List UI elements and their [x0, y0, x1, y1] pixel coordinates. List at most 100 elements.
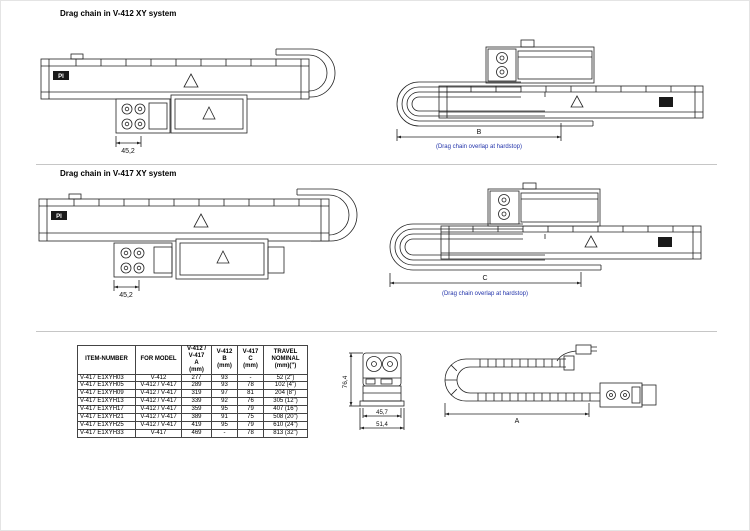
table-cell: V-417	[135, 428, 182, 438]
table-cell: 93	[211, 373, 238, 383]
base-plate	[359, 400, 405, 407]
pi-logo-text: PI	[58, 74, 64, 80]
chain-band	[444, 355, 600, 402]
dimension-height: 76,4	[342, 352, 363, 407]
dimension-inner-width: 45,7	[362, 408, 402, 418]
table-cell: 508 (20")	[263, 413, 308, 422]
v417-side-view-drawing: PI 45,2	[38, 188, 358, 299]
warning-triangle-icon	[183, 73, 199, 88]
table-cell: 813 (32")	[263, 428, 308, 438]
rail-body	[440, 225, 702, 260]
column-header: ITEM-NUMBER	[77, 345, 136, 375]
table-cell: V-412 / V-417	[135, 413, 182, 422]
table-cell: V-417 E1XYH05	[77, 381, 136, 391]
stage-carriage	[487, 182, 601, 227]
table-cell: 204 (8")	[263, 389, 308, 399]
pi-logo	[53, 71, 69, 80]
dimension-45-2: 45,2	[113, 280, 140, 299]
table-cell: V-417 E1XYH21	[77, 413, 136, 422]
plug-connector	[575, 344, 592, 355]
dimension-outer-width: 51,4	[359, 408, 405, 430]
table-cell: 305 (12")	[263, 397, 308, 407]
table-cell: 79	[237, 405, 264, 415]
table-cell: 359	[181, 405, 212, 415]
table-cell: 52 (2")	[263, 373, 308, 383]
table-cell: 95	[211, 420, 238, 430]
table-cell: 407 (16")	[263, 405, 308, 415]
bottom-carriage	[113, 238, 285, 280]
table-cell: -	[237, 373, 264, 383]
limit-switch-box	[70, 53, 84, 60]
warning-triangle-icon	[584, 235, 598, 248]
table-cell: 610 (24")	[263, 420, 308, 430]
column-header: FOR MODEL	[135, 345, 182, 375]
rail-body: PI	[40, 53, 310, 100]
table-cell: V-417 E1XYH33	[77, 428, 136, 438]
overlap-note: (Drag chain overlap at hardstop)	[436, 144, 522, 150]
overlap-note: (Drag chain overlap at hardstop)	[442, 291, 528, 297]
table-cell: 81	[237, 389, 264, 399]
warning-triangle-icon	[193, 213, 209, 228]
v417-overlap-drawing: C (Drag chain overlap at hardstop)	[389, 182, 702, 297]
cable-plug	[556, 344, 597, 362]
table-cell: V-412 / V-417	[135, 405, 182, 415]
overlap-dimension-label: C	[482, 275, 487, 282]
table-cell: V-412 / V-417	[135, 397, 182, 407]
table-cell: 97	[211, 389, 238, 399]
table-cell: 79	[237, 420, 264, 430]
table-cell: 389	[181, 413, 212, 422]
pi-logo	[51, 211, 67, 220]
section1-title: Drag chain in V-412 XY system	[60, 9, 177, 18]
section-divider	[36, 164, 717, 165]
pi-logo-text: PI	[56, 214, 62, 220]
height-dimension-label: 76,4	[342, 375, 349, 388]
connector-box	[522, 182, 537, 190]
drag-chain-loops	[396, 81, 594, 127]
table-cell: 289	[181, 381, 212, 391]
table-cell: 93	[211, 381, 238, 391]
chain-top-view-drawing: A	[444, 344, 657, 425]
table-cell: -	[211, 428, 238, 438]
table-cell: 277	[181, 373, 212, 383]
table-cell: V-417 E1XYH25	[77, 420, 136, 430]
mounting-block	[599, 382, 657, 408]
warning-triangle-icon	[570, 95, 584, 108]
section-divider	[36, 331, 717, 332]
length-dimension-label: A	[515, 418, 520, 425]
table-cell: 78	[237, 428, 264, 438]
table-cell: 339	[181, 397, 212, 407]
table-cell: 419	[181, 420, 212, 430]
dimension-45-2: 45,2	[115, 136, 142, 155]
rail-body	[438, 85, 704, 119]
table-cell: V-417 E1XYH09	[77, 389, 136, 399]
table-cell: V-417 E1XYH13	[77, 397, 136, 407]
warning-triangle-icon	[202, 106, 216, 120]
table-cell: 76	[237, 397, 264, 407]
drag-chain-loops	[389, 223, 602, 271]
table-cell: V-412 / V-417	[135, 381, 182, 391]
rail-end-label-box	[658, 237, 672, 247]
bottom-carriage	[115, 94, 248, 134]
inner-width-dimension-label: 45,7	[376, 410, 388, 416]
table-cell: 469	[181, 428, 212, 438]
offset-dimension-label: 45,2	[121, 148, 135, 155]
warning-triangle-icon	[216, 250, 230, 264]
rail-end-label-box	[659, 97, 673, 107]
chain-cross-section-drawing: 76,4 45,7 51,4	[342, 352, 405, 430]
stage-carriage	[485, 39, 595, 84]
